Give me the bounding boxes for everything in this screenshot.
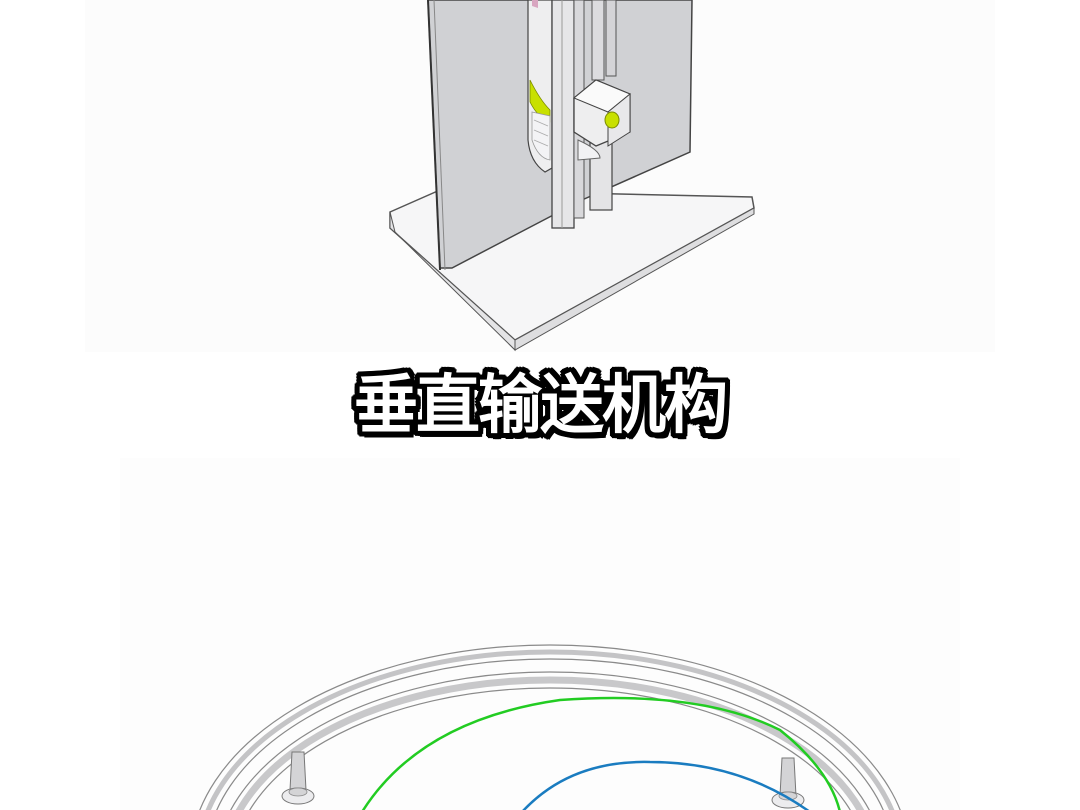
sensor-block xyxy=(573,79,631,147)
blue-trajectory xyxy=(522,760,810,810)
guide-rods xyxy=(577,0,617,211)
vertical-conveyor-model xyxy=(389,0,755,352)
slot-cutout xyxy=(527,0,553,173)
caption-title: 垂直输送机构 xyxy=(354,369,728,443)
support-post-right xyxy=(771,757,805,809)
indicator-light xyxy=(604,111,620,129)
circular-track-model xyxy=(199,644,901,810)
support-post-left xyxy=(281,751,315,805)
green-trajectory xyxy=(361,696,841,810)
